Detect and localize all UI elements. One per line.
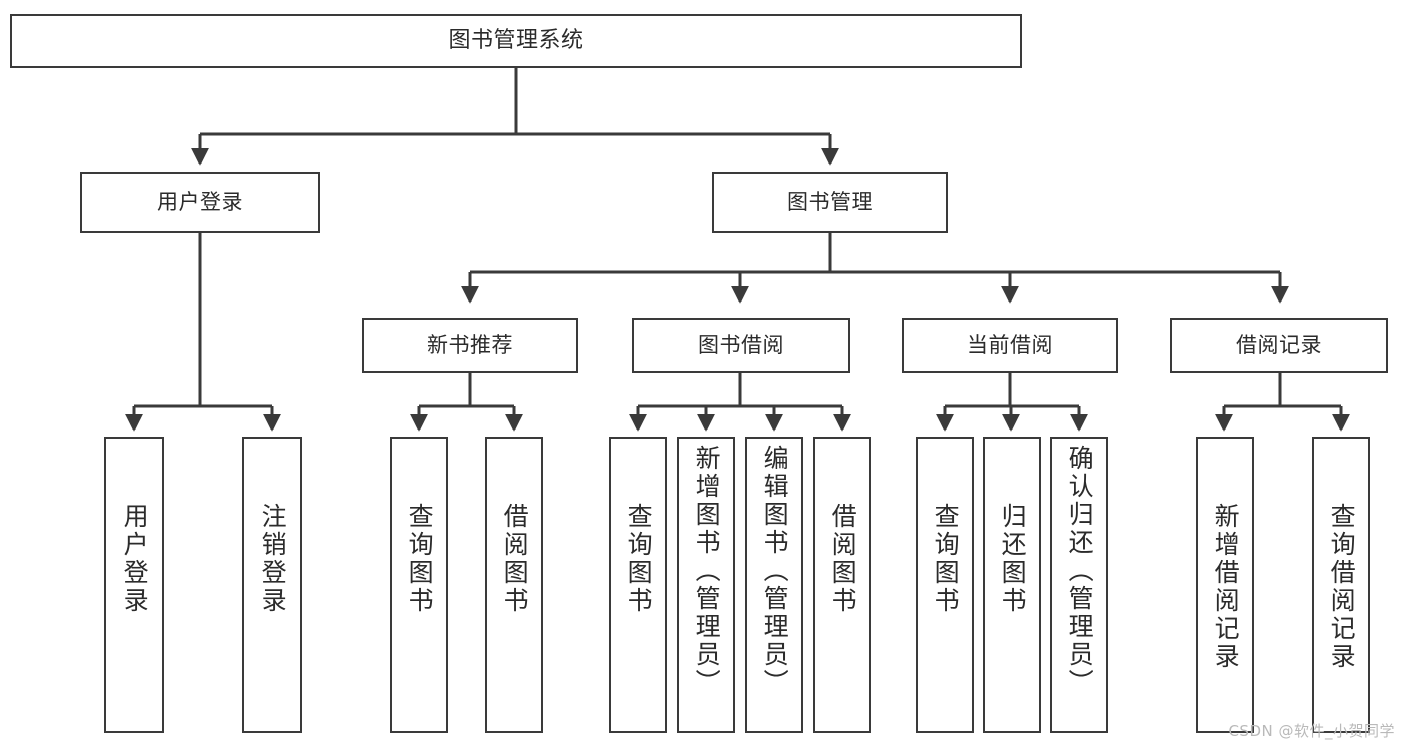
node-label: 归还图书 xyxy=(998,503,1028,615)
node-label: 借阅图书 xyxy=(828,503,858,615)
node-current-borrow[interactable]: 当前借阅 xyxy=(902,318,1118,373)
leaf-current-confirm-return-admin[interactable]: 确认归还（管理员） xyxy=(1050,437,1108,733)
leaf-borrow-query-book[interactable]: 查询图书 xyxy=(609,437,667,733)
node-label: 查询借阅记录 xyxy=(1327,503,1357,671)
node-label: 查询图书 xyxy=(624,503,654,615)
node-label: 新增图书（管理员） xyxy=(692,445,722,697)
node-label: 借阅记录 xyxy=(1236,333,1322,358)
leaf-user-login-signout[interactable]: 注销登录 xyxy=(242,437,302,733)
node-root-system[interactable]: 图书管理系统 xyxy=(10,14,1022,68)
node-label: 用户登录 xyxy=(157,190,243,215)
leaf-borrow-edit-book-admin[interactable]: 编辑图书（管理员） xyxy=(745,437,803,733)
node-label: 图书管理 xyxy=(787,190,873,215)
node-label: 查询图书 xyxy=(405,503,435,615)
node-label: 图书借阅 xyxy=(698,333,784,358)
node-user-login[interactable]: 用户登录 xyxy=(80,172,320,233)
node-borrow-record[interactable]: 借阅记录 xyxy=(1170,318,1388,373)
leaf-borrow-borrow-book[interactable]: 借阅图书 xyxy=(813,437,871,733)
node-label: 查询图书 xyxy=(931,503,961,615)
node-label: 新书推荐 xyxy=(427,333,513,358)
node-label: 图书管理系统 xyxy=(448,28,584,54)
leaf-record-add-record[interactable]: 新增借阅记录 xyxy=(1196,437,1254,733)
node-label: 当前借阅 xyxy=(967,333,1053,358)
leaf-borrow-add-book-admin[interactable]: 新增图书（管理员） xyxy=(677,437,735,733)
node-book-borrow[interactable]: 图书借阅 xyxy=(632,318,850,373)
leaf-new-book-query[interactable]: 查询图书 xyxy=(390,437,448,733)
leaf-record-query-record[interactable]: 查询借阅记录 xyxy=(1312,437,1370,733)
node-label: 借阅图书 xyxy=(500,503,530,615)
leaf-new-book-borrow[interactable]: 借阅图书 xyxy=(485,437,543,733)
leaf-user-login-signin[interactable]: 用户登录 xyxy=(104,437,164,733)
leaf-current-query-book[interactable]: 查询图书 xyxy=(916,437,974,733)
node-label: 注销登录 xyxy=(258,503,288,615)
node-label: 确认归还（管理员） xyxy=(1065,445,1095,697)
node-label: 新增借阅记录 xyxy=(1211,503,1241,671)
node-label: 编辑图书（管理员） xyxy=(760,445,790,697)
node-label: 用户登录 xyxy=(120,503,150,615)
leaf-current-return-book[interactable]: 归还图书 xyxy=(983,437,1041,733)
node-new-book-recommend[interactable]: 新书推荐 xyxy=(362,318,578,373)
node-book-management[interactable]: 图书管理 xyxy=(712,172,948,233)
